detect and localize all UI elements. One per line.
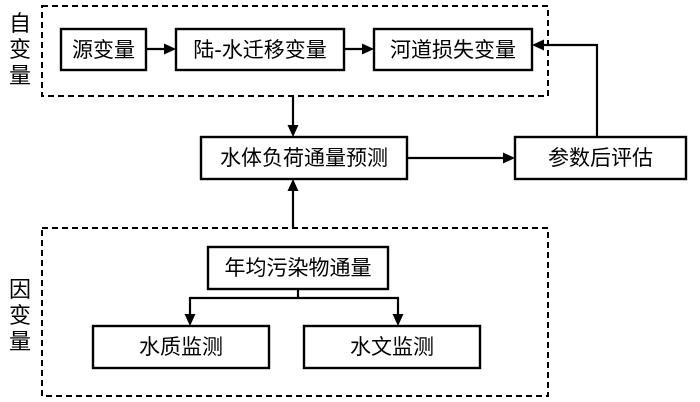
dependent-label-char-1: 因 bbox=[9, 278, 31, 303]
load-flux-forecast-label: 水体负荷通量预测 bbox=[220, 146, 388, 170]
arrow-forecast-to-evaluation bbox=[407, 152, 515, 164]
arrow-source-to-land-water bbox=[146, 43, 176, 55]
annual-pollutant-flux-node: 年均污染物通量 bbox=[206, 245, 390, 291]
arrow-evaluation-to-river-loss bbox=[532, 39, 599, 137]
source-variable-node: 源变量 bbox=[59, 27, 148, 72]
load-flux-forecast-node: 水体负荷通量预测 bbox=[199, 135, 409, 181]
hydrology-monitoring-label: 水文监测 bbox=[350, 335, 434, 359]
land-water-transfer-label: 陆-水迁移变量 bbox=[193, 38, 327, 62]
dependent-variables-group bbox=[41, 227, 549, 397]
independent-variables-label: 自 变 量 bbox=[9, 12, 31, 89]
arrow-annual-flux-to-monitoring bbox=[184, 289, 404, 326]
independent-variables-group bbox=[41, 5, 549, 97]
parameter-evaluation-label: 参数后评估 bbox=[548, 146, 653, 170]
land-water-transfer-node: 陆-水迁移变量 bbox=[174, 27, 346, 72]
arrow-dependent-to-forecast bbox=[287, 179, 299, 228]
arrow-land-water-to-river-loss bbox=[344, 43, 374, 55]
independent-label-char-3: 量 bbox=[9, 64, 31, 89]
arrow-independent-to-forecast bbox=[287, 96, 299, 137]
hydrology-monitoring-node: 水文监测 bbox=[302, 324, 482, 370]
river-loss-node: 河道损失变量 bbox=[372, 27, 534, 72]
water-quality-monitoring-label: 水质监测 bbox=[139, 335, 223, 359]
parameter-evaluation-node: 参数后评估 bbox=[513, 135, 688, 181]
source-variable-label: 源变量 bbox=[72, 38, 135, 62]
river-loss-label: 河道损失变量 bbox=[390, 38, 516, 62]
annual-pollutant-flux-label: 年均污染物通量 bbox=[225, 256, 372, 280]
dependent-label-char-2: 变 bbox=[9, 304, 31, 329]
independent-label-char-2: 变 bbox=[9, 38, 31, 63]
dependent-label-char-3: 量 bbox=[9, 330, 31, 355]
dependent-variables-label: 因 变 量 bbox=[9, 278, 31, 355]
independent-label-char-1: 自 bbox=[9, 12, 31, 37]
water-quality-monitoring-node: 水质监测 bbox=[91, 324, 271, 370]
